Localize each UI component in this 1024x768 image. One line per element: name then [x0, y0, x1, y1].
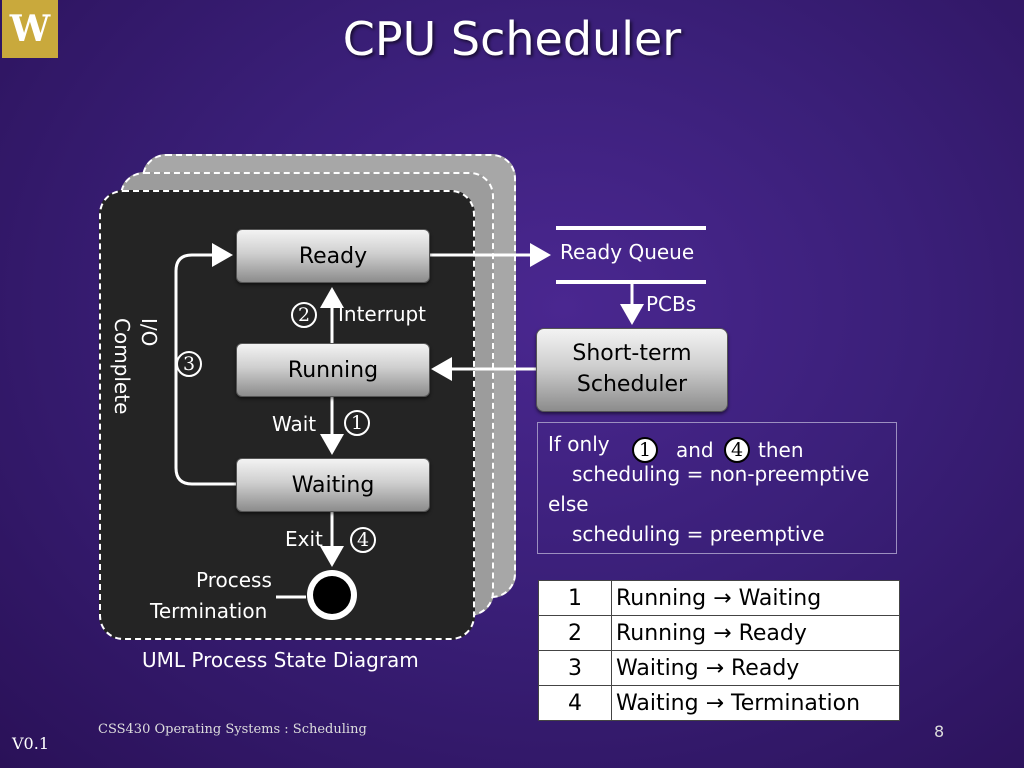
if-only-text: If only — [548, 432, 610, 456]
scheduler-label-line1: Short-term — [572, 341, 692, 367]
transition-num: 4 — [538, 685, 612, 721]
scheduler-label-line2: Scheduler — [576, 372, 688, 397]
condition-line-3: else — [548, 492, 589, 516]
transition-text: Waiting → Termination — [611, 685, 900, 721]
io-complete-arrow — [174, 243, 236, 486]
state-waiting: Waiting — [236, 458, 430, 512]
table-row: 1 Running → Waiting — [538, 580, 900, 616]
condition-number-1: 1 — [632, 437, 658, 463]
logo-letter: W — [9, 8, 51, 50]
short-term-scheduler: Short-term Scheduler — [536, 328, 728, 412]
transition-number-1: 1 — [344, 410, 370, 436]
condition-line-4: scheduling = preemptive — [572, 522, 825, 546]
condition-number-4: 4 — [724, 437, 750, 463]
table-row: 4 Waiting → Termination — [538, 685, 900, 721]
diagram-caption: UML Process State Diagram — [142, 648, 419, 672]
transition-num: 3 — [538, 650, 612, 686]
wait-label: Wait — [272, 412, 317, 436]
condition-line-1: If only 1 and 4 then — [548, 429, 886, 463]
table-row: 3 Waiting → Ready — [538, 650, 900, 686]
transition-text: Running → Ready — [611, 615, 900, 651]
transition-number-2: 2 — [291, 302, 317, 328]
scheduling-condition-box: If only 1 and 4 then scheduling = non-pr… — [537, 422, 897, 554]
state-running: Running — [236, 343, 430, 397]
process-termination-label-line2: Termination — [150, 599, 268, 623]
process-termination-label-line1: Process — [196, 568, 272, 592]
ready-queue-label: Ready Queue — [560, 240, 695, 264]
and-text: and — [676, 438, 714, 462]
transition-number-3: 3 — [176, 351, 202, 377]
university-logo: W — [2, 0, 58, 58]
io-complete-label: I/O Complete — [110, 318, 161, 415]
slide-title: CPU Scheduler — [342, 12, 682, 66]
transition-text: Waiting → Ready — [611, 650, 900, 686]
condition-line-2: scheduling = non-preemptive — [572, 462, 870, 486]
transitions-table: 1 Running → Waiting 2 Running → Ready 3 … — [538, 580, 900, 721]
transition-number-4: 4 — [350, 527, 376, 553]
interrupt-label: Interrupt — [338, 302, 427, 326]
pcbs-label: PCBs — [646, 292, 697, 316]
state-ready: Ready — [236, 229, 430, 283]
transition-num: 2 — [538, 615, 612, 651]
table-row: 2 Running → Ready — [538, 615, 900, 651]
transition-text: Running → Waiting — [611, 580, 900, 616]
exit-label: Exit — [285, 527, 323, 551]
transition-num: 1 — [538, 580, 612, 616]
page-number: 8 — [934, 722, 945, 741]
footer-course: CSS430 Operating Systems : Scheduling — [98, 722, 367, 737]
termination-node — [307, 570, 357, 620]
then-text: then — [758, 438, 804, 462]
version-label: V0.1 — [12, 734, 49, 753]
